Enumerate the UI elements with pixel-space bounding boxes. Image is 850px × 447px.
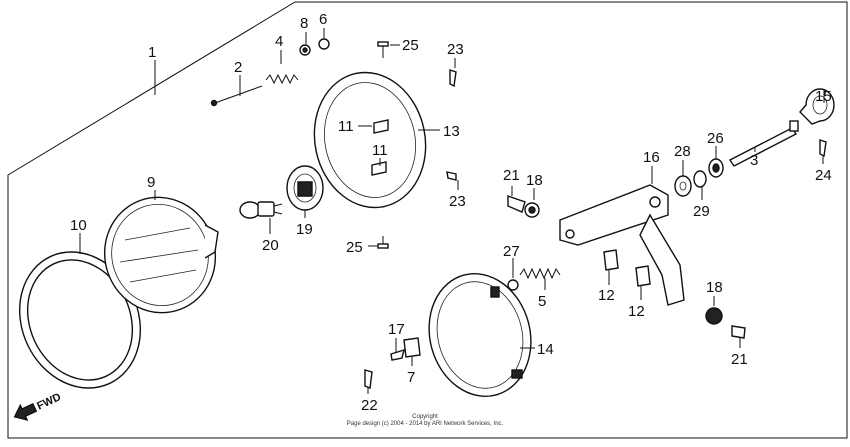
part-21-bolt-top[interactable]	[507, 195, 526, 213]
callout-9: 9	[147, 174, 155, 191]
part-2-bolt[interactable]	[210, 85, 263, 107]
part-15-collar[interactable]	[799, 88, 835, 125]
part-18-nut-lower[interactable]	[705, 307, 723, 325]
part-21-bolt-lower[interactable]	[731, 325, 746, 339]
part-4-spring[interactable]	[265, 73, 299, 85]
callout-18-lower: 18	[706, 279, 723, 296]
part-23-screw-top[interactable]	[449, 69, 457, 88]
part-19-socket[interactable]	[286, 165, 324, 211]
callout-21-lower: 21	[731, 351, 748, 368]
callout-29: 29	[693, 203, 710, 220]
callout-13: 13	[443, 123, 460, 140]
callout-15: 15	[815, 88, 832, 105]
callout-16: 16	[643, 149, 660, 166]
callout-19: 19	[296, 221, 313, 238]
part-27-washer[interactable]	[507, 279, 519, 291]
callout-3: 3	[750, 152, 758, 169]
copyright-line-1: Copyright	[412, 414, 438, 420]
part-20-bulb[interactable]	[239, 201, 283, 219]
part-7-rubber[interactable]	[403, 337, 421, 358]
part-16-bracket[interactable]	[559, 184, 685, 306]
callout-26: 26	[707, 130, 724, 147]
part-29-washer[interactable]	[693, 170, 707, 188]
part-8-washer[interactable]	[299, 44, 311, 56]
callout-12-b: 12	[628, 303, 645, 320]
part-3-bolt[interactable]	[728, 120, 799, 167]
callout-6: 6	[319, 11, 327, 28]
part-5-spring[interactable]	[519, 267, 561, 280]
part-13-case[interactable]	[302, 62, 438, 218]
part-24-screw[interactable]	[819, 139, 827, 158]
callout-10: 10	[70, 217, 87, 234]
callout-22: 22	[361, 397, 378, 414]
part-26-nut[interactable]	[708, 158, 724, 178]
callout-1: 1	[148, 44, 156, 61]
callout-28: 28	[674, 143, 691, 160]
callout-20: 20	[262, 237, 279, 254]
callout-7: 7	[407, 369, 415, 386]
forward-arrow-icon: FWD	[13, 391, 63, 421]
callout-25-top: 25	[402, 37, 419, 54]
callout-11-a: 11	[338, 118, 354, 135]
callout-23-top: 23	[447, 41, 464, 58]
callout-14: 14	[537, 341, 554, 358]
callout-18-top: 18	[526, 172, 543, 189]
part-10-rim[interactable]	[0, 232, 162, 408]
part-9-lens-unit[interactable]	[88, 182, 231, 329]
part-12-nut-a[interactable]	[603, 249, 619, 271]
callout-21-top: 21	[503, 167, 520, 184]
part-25-screw-mid[interactable]	[377, 236, 389, 249]
part-17-clip[interactable]	[390, 348, 405, 361]
part-23-screw-mid[interactable]	[446, 171, 457, 181]
forward-label: FWD	[35, 391, 63, 412]
copyright-line-2: Page design (c) 2004 - 2014 by ARI Netwo…	[347, 421, 504, 427]
part-12-nut-b[interactable]	[635, 265, 651, 287]
callout-12-a: 12	[598, 287, 615, 304]
callout-25-mid: 25	[346, 239, 363, 256]
callout-4: 4	[275, 33, 283, 50]
callout-11-b: 11	[372, 142, 388, 159]
callout-2: 2	[234, 59, 242, 76]
part-25-screw-top[interactable]	[377, 41, 389, 58]
part-6-nut[interactable]	[318, 38, 330, 50]
callout-8: 8	[300, 15, 308, 32]
part-22-screw[interactable]	[364, 369, 373, 389]
callout-23-mid: 23	[449, 193, 466, 210]
callout-17: 17	[388, 321, 405, 338]
callout-24: 24	[815, 167, 832, 184]
callout-27: 27	[503, 243, 520, 260]
part-14-case-ring[interactable]	[416, 262, 545, 408]
part-18-nut-top[interactable]	[524, 202, 540, 218]
callout-5: 5	[538, 293, 546, 310]
assembly-outline	[7, 1, 848, 439]
part-28-washer[interactable]	[674, 175, 692, 197]
